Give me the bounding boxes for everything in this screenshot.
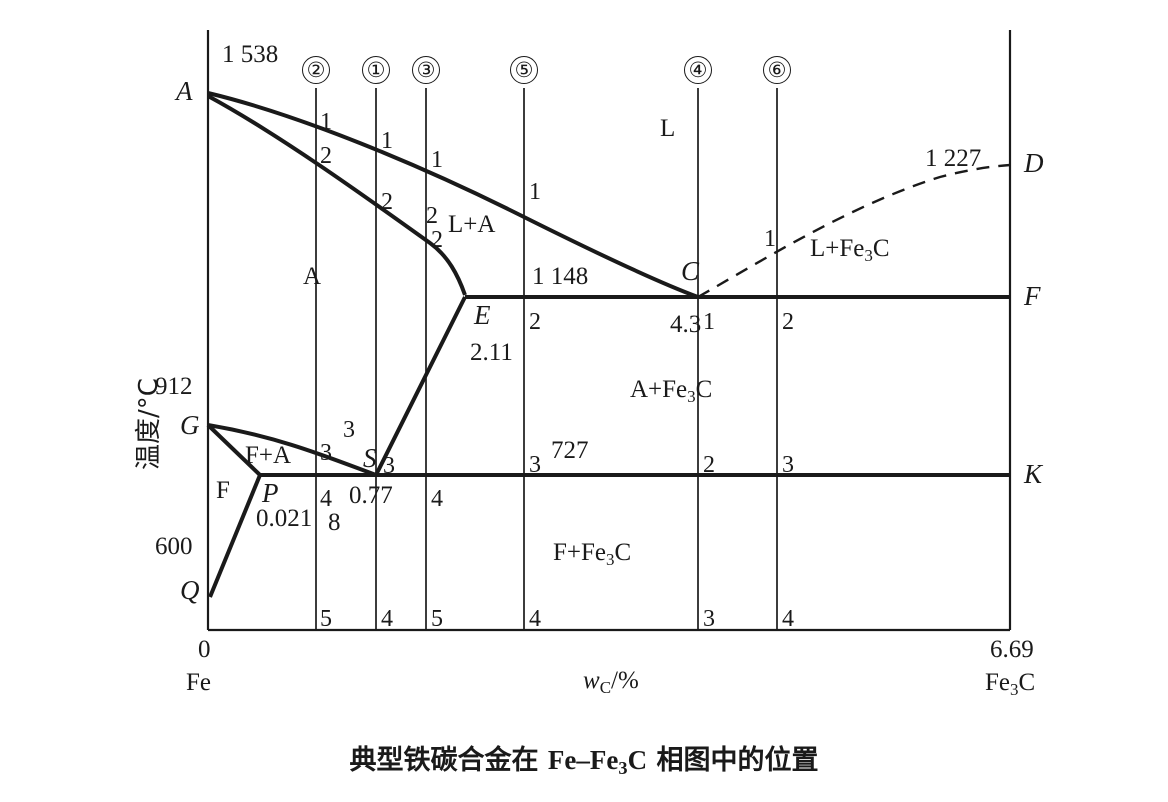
stage-marker: 2 — [381, 189, 393, 215]
stage-marker: 1 — [764, 226, 776, 252]
point-label-C: C — [681, 256, 700, 286]
alloy-marker-4[interactable]: ④ — [684, 56, 712, 84]
caption-cjk-start: 典型铁碳合金在 — [349, 745, 539, 776]
point-label-K: K — [1024, 459, 1043, 489]
boundary-GS — [207, 423, 377, 477]
alloy-marker-2[interactable]: ② — [302, 56, 330, 84]
x-axis-left-value: 0 — [198, 636, 211, 663]
x-axis-label: wC/% — [583, 668, 639, 696]
stage-marker: 3 — [383, 453, 395, 479]
caption-formula: Fe–Fe3C — [547, 745, 648, 779]
alloy-marker-5[interactable]: ⑤ — [510, 56, 538, 84]
point-label-D: D — [1024, 148, 1044, 178]
region-label-liquid-austenite: L+A — [448, 211, 496, 238]
stage-marker: 1 — [529, 179, 541, 205]
temp-1538-label: 1 538 — [222, 41, 279, 68]
stage-marker: 4 — [782, 606, 794, 632]
stage-marker: 3 — [703, 606, 715, 632]
comp-0p021-label: 0.021 — [256, 505, 313, 532]
stage-marker: 3 — [529, 452, 541, 478]
point-label-P: P — [262, 478, 279, 508]
x-axis-label-sub: C — [599, 677, 612, 697]
stage-marker: 3 — [343, 417, 355, 443]
point-label-G: G — [180, 410, 200, 440]
stage-marker: 2 — [703, 452, 715, 478]
boundary-SE — [374, 296, 467, 476]
y-tick-600: 600 — [155, 533, 193, 560]
stage-marker: 1 — [320, 109, 332, 135]
comp-4p3-label: 4.3 — [670, 311, 702, 338]
stage-marker: 5 — [431, 606, 443, 632]
comp-0p77-label: 0.77 — [349, 482, 393, 509]
comp-2p11-label: 2.11 — [470, 339, 513, 366]
point-label-E: E — [474, 300, 491, 330]
temp-1148-label: 1 148 — [532, 263, 589, 290]
boundary-PQ — [208, 474, 262, 598]
figure-caption: 典型铁碳合金在 Fe–Fe3C 相图中的位置 — [0, 738, 1168, 779]
solidus-curve-AE — [207, 94, 467, 296]
stage-marker: 1 — [431, 147, 443, 173]
region-label-ferrite: F — [216, 477, 230, 504]
point-label-A: A — [176, 76, 193, 106]
x-axis-label-w: w — [583, 667, 600, 694]
alloy-marker-6[interactable]: ⑥ — [763, 56, 791, 84]
stage-marker: 5 — [320, 606, 332, 632]
stage-marker-curve-1: 2 — [426, 203, 438, 229]
stage-marker: 4 — [529, 606, 541, 632]
boundary-GP — [206, 423, 262, 477]
liquidus-curve-AC — [207, 91, 699, 299]
region-label-austenite: A — [303, 263, 322, 290]
liquidus-curve-CD-dashed — [697, 163, 1011, 299]
x-axis-left-species: Fe — [186, 669, 211, 696]
region-label-liquid-cementite: L+Fe3C — [810, 235, 890, 265]
stage-marker: 1 — [381, 128, 393, 154]
region-label-austenite-cementite: A+Fe3C — [630, 376, 713, 406]
region-label-ferrite-cementite: F+Fe3C — [553, 539, 632, 569]
stage-marker: 1 — [703, 309, 715, 335]
stage-marker: 2 — [782, 309, 794, 335]
x-axis-label-pct: /% — [611, 667, 639, 694]
stage-marker: 2 — [320, 143, 332, 169]
point-label-F: F — [1024, 281, 1041, 311]
stage-marker: 2 — [431, 227, 443, 253]
caption-cjk-end: 相图中的位置 — [656, 745, 819, 776]
point-label-Q: Q — [180, 575, 200, 605]
x-axis-right-value: 6.69 — [990, 636, 1034, 663]
region-label-liquid: L — [660, 115, 676, 142]
stage-marker: 4 — [320, 486, 332, 512]
stage-marker: 3 — [320, 440, 332, 466]
point-label-S: S — [363, 443, 377, 473]
stage-marker: 3 — [782, 452, 794, 478]
y-tick-912: 912 — [155, 373, 193, 400]
comp-0p0218-tail-label: 8 — [328, 509, 341, 536]
temp-1227-label: 1 227 — [925, 145, 982, 172]
region-label-ferrite-austenite: F+A — [245, 442, 292, 469]
temp-727-label: 727 — [551, 437, 589, 464]
x-axis-right-species: Fe3C — [985, 669, 1036, 699]
alloy-marker-1[interactable]: ① — [362, 56, 390, 84]
stage-marker: 2 — [529, 309, 541, 335]
stage-marker: 4 — [381, 606, 393, 632]
stage-marker: 4 — [431, 486, 443, 512]
alloy-marker-3[interactable]: ③ — [412, 56, 440, 84]
